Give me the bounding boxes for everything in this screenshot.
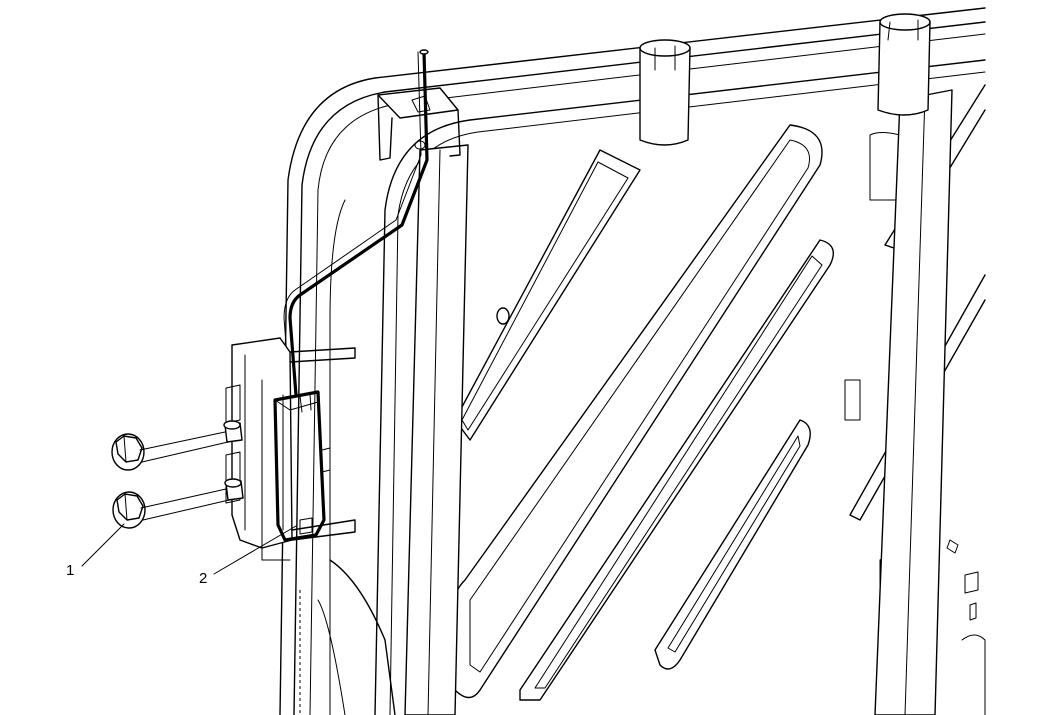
callout-1-leader bbox=[81, 523, 125, 567]
flange-nut-upper bbox=[111, 431, 229, 471]
callout-2-leader bbox=[213, 525, 297, 575]
panel-edge-details bbox=[946, 539, 986, 715]
tube-clip-right bbox=[877, 13, 931, 116]
callout-2-label: 2 bbox=[199, 570, 207, 587]
actuator-mounting-bracket bbox=[225, 337, 356, 561]
vertical-rail-left bbox=[404, 144, 469, 715]
actuator-rod bbox=[283, 49, 429, 397]
mounting-stud-lower bbox=[224, 478, 244, 501]
mounting-stud-upper bbox=[223, 420, 243, 443]
tube-clip-center bbox=[639, 39, 691, 146]
vertical-rail-right bbox=[874, 89, 953, 715]
panel-hole bbox=[496, 307, 510, 325]
rod-guide-bracket bbox=[377, 87, 461, 161]
door-lock-actuator bbox=[273, 390, 331, 542]
callout-1-label: 1 bbox=[66, 562, 74, 579]
panel-lower-contours bbox=[299, 559, 396, 715]
flange-nut-lower bbox=[112, 488, 230, 529]
